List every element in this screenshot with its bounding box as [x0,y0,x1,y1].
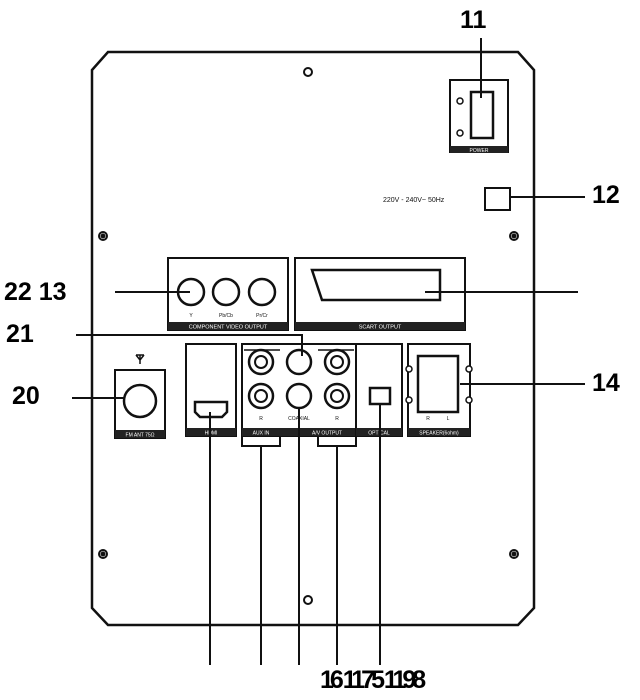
power-switch [449,79,509,153]
comp-pr-label: Pr/Cr [256,313,268,319]
fm-antenna-label: FM ANT 75Ω [126,433,155,439]
comp-y-label: Y [189,313,193,319]
speakers-label: SPEAKER(6ohm) [419,431,459,437]
power-cord-socket [484,187,511,211]
component-video-output [167,257,289,331]
scart-label: SCART OUTPUT [359,325,402,331]
callout-21: 21 [6,320,34,348]
power-label: POWER [470,148,489,154]
speaker-l-label: L [447,416,450,422]
panel-outline [90,50,536,627]
av-output-label: A/V OUTPUT [312,431,342,437]
comp-pb-label: Pb/Cb [219,313,233,319]
callout-11: 11 [460,6,487,34]
screw-holes [98,67,519,605]
callout-12: 12 [592,181,620,209]
scart-output [294,257,466,331]
av-r-label: R [335,416,339,422]
speaker-terminal [405,343,473,437]
speaker-r-label: R [426,416,430,422]
fm-antenna [114,354,166,439]
callout-14: 14 [592,369,620,397]
component-video-label: COMPONENT VIDEO OUTPUT [189,325,268,331]
callout-22-13: 22 13 [4,278,67,306]
audio-in-label: AUX IN [253,431,270,437]
callout-20: 20 [12,382,40,410]
aux-r-label: R [259,416,263,422]
callout-bottom-group: 16 1175 1198 [320,666,426,694]
voltage-label: 220V - 240V~ 50Hz [383,197,445,204]
leader-lines [72,38,585,665]
